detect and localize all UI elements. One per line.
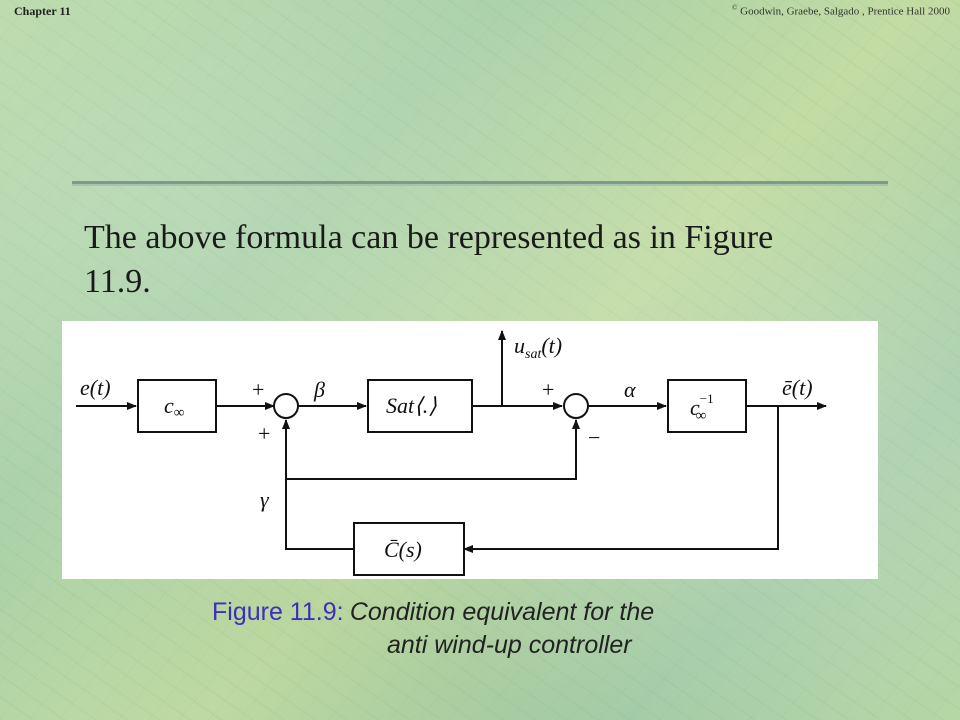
sign-sum1-top: + <box>252 377 264 402</box>
label-cinf: c∞ <box>164 393 184 421</box>
label-cbar: C̄(s) <box>384 537 422 562</box>
edge-output-cbar <box>463 406 779 553</box>
block-diagram-figure: e(t) c∞ β Sat⟨.⟩ usat(t) α c−1∞ ē(t) γ C… <box>62 321 878 579</box>
sign-sum1-bottom: + <box>258 421 270 446</box>
copyright-text: Goodwin, Graebe, Salgado , Prentice Hall… <box>740 5 950 18</box>
summing-junction-2 <box>563 393 589 419</box>
sign-sum2-bottom: − <box>588 425 600 450</box>
body-line-1: The above formula can be represented as … <box>84 219 774 256</box>
figure-caption: Figure 11.9: Condition equivalent for th… <box>212 596 654 662</box>
label-gamma: γ <box>260 487 270 512</box>
label-cinv: c−1∞ <box>690 391 714 424</box>
label-beta: β <box>313 377 325 402</box>
label-output-ebar: ē(t) <box>782 375 813 400</box>
sign-sum2-top: + <box>542 377 554 402</box>
block-saturation <box>367 379 473 433</box>
block-c-bar <box>353 522 465 576</box>
body-line-2: 11.9. <box>84 263 151 300</box>
block-c-infinity <box>137 379 217 433</box>
slide-body-text: The above formula can be represented as … <box>84 216 884 304</box>
title-divider <box>72 181 888 184</box>
copyright-symbol: © <box>732 4 738 12</box>
copyright-notice: © Goodwin, Graebe, Salgado , Prentice Ha… <box>732 4 950 18</box>
label-usat: usat(t) <box>514 333 562 362</box>
block-c-infinity-inverse <box>667 379 747 433</box>
label-input-e: e(t) <box>80 375 111 400</box>
summing-junction-1 <box>273 393 299 419</box>
edge-cbar-sum1 <box>282 419 354 550</box>
block-diagram: e(t) c∞ β Sat⟨.⟩ usat(t) α c−1∞ ē(t) γ C… <box>76 330 827 576</box>
label-sat: Sat⟨.⟩ <box>386 393 437 418</box>
caption-line-2: anti wind-up controller <box>387 631 632 659</box>
caption-line-1: Condition equivalent for the <box>349 598 655 626</box>
chapter-label: Chapter 11 <box>14 4 71 18</box>
label-alpha: α <box>624 377 636 402</box>
edge-gamma-sum2 <box>286 419 580 480</box>
caption-label: Figure 11.9: <box>212 598 344 626</box>
